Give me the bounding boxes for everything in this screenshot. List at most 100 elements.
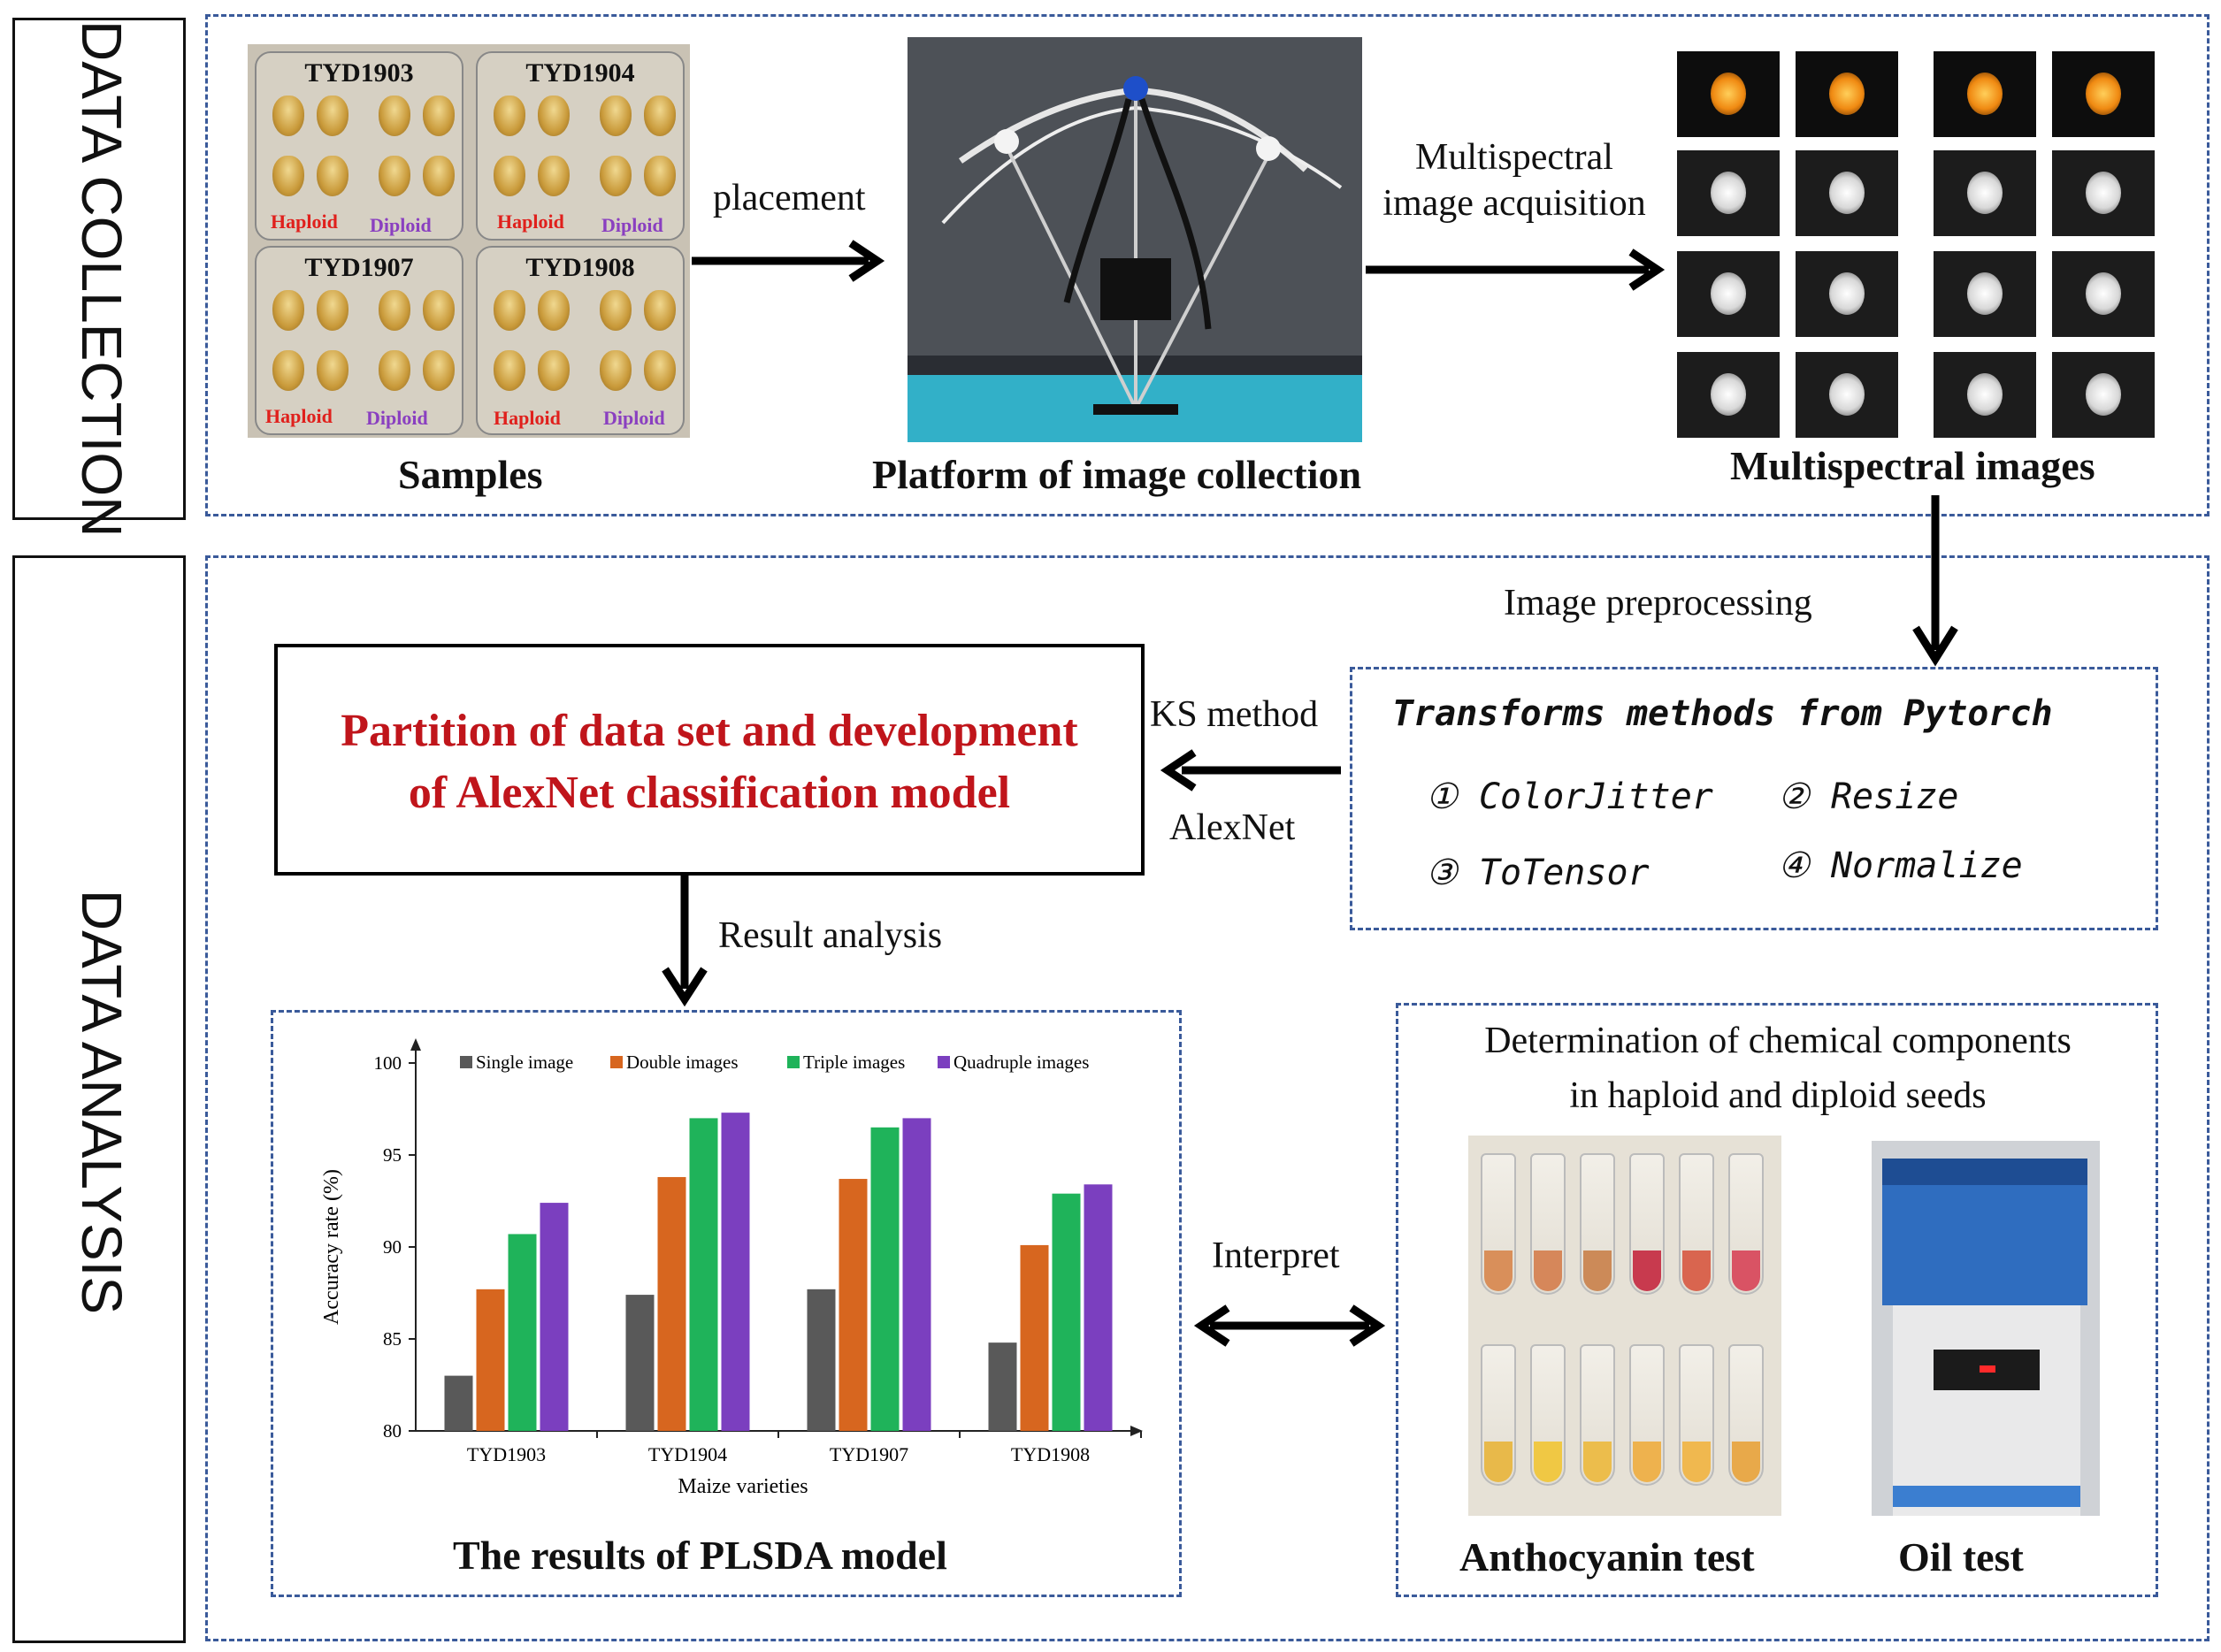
test-tube: [1728, 1344, 1764, 1486]
seed-blob: [2086, 272, 2121, 315]
bar-single-image: [988, 1342, 1017, 1431]
maize-seed: [494, 156, 525, 196]
bar-single-image: [625, 1295, 655, 1431]
legend-swatch: [610, 1056, 623, 1068]
bar-double-images: [1020, 1244, 1049, 1431]
maize-seed: [644, 290, 676, 331]
haploid-label: Haploid: [271, 210, 338, 233]
seed-blob: [1711, 272, 1746, 315]
diploid-label: Diploid: [370, 214, 432, 236]
bar-quadruple-images: [902, 1118, 931, 1431]
samples-caption: Samples: [398, 452, 543, 497]
test-tube: [1530, 1153, 1566, 1295]
transforms-box: [1350, 667, 2158, 930]
spectral-tile: [2052, 251, 2155, 337]
maize-seed: [272, 156, 304, 196]
spectral-tile: [2052, 352, 2155, 438]
maize-seed: [423, 96, 455, 136]
result-arrow: [662, 874, 708, 1007]
maize-seed: [494, 96, 525, 136]
x-tick-label: TYD1903: [467, 1443, 546, 1465]
sample-group: TYD1904: [476, 51, 685, 241]
diploid-label: Diploid: [603, 407, 665, 429]
data-analysis-section: DATA ANALYSIS: [12, 555, 186, 1643]
bar-double-images: [476, 1289, 505, 1431]
spectral-tile: [1677, 51, 1780, 137]
model-arrow: [1160, 749, 1341, 792]
y-tick-label: 95: [383, 1144, 402, 1166]
spectral-tile: [1796, 352, 1898, 438]
bar-single-image: [807, 1289, 836, 1431]
legend-label: Quadruple images: [953, 1052, 1089, 1073]
bar-quadruple-images: [721, 1113, 750, 1431]
x-tick-label: TYD1907: [830, 1443, 908, 1465]
y-tick-label: 100: [374, 1052, 402, 1074]
oil-test-caption: Oil test: [1898, 1534, 2024, 1579]
seed-blob: [2086, 172, 2121, 214]
y-axis-label: Accuracy rate (%): [320, 1169, 343, 1325]
data-analysis-label: DATA ANALYSIS: [70, 889, 134, 1315]
maize-seed: [317, 350, 348, 391]
bar-triple-images: [508, 1234, 537, 1431]
oil-test-photo: [1872, 1141, 2100, 1516]
chemical-box: [1396, 1003, 2158, 1597]
chart-caption: The results of PLSDA model: [453, 1533, 947, 1578]
legend-label: Single image: [476, 1052, 573, 1073]
legend-swatch: [460, 1056, 472, 1068]
maize-seed: [379, 96, 410, 136]
test-tube: [1679, 1153, 1714, 1295]
maize-seed: [600, 350, 632, 391]
maize-seed: [317, 290, 348, 331]
preprocessing-arrow: [1912, 495, 1958, 667]
test-tube: [1728, 1153, 1764, 1295]
spectral-tile: [1934, 51, 2036, 137]
maize-seed: [494, 290, 525, 331]
multispectral-grid: [1677, 51, 2171, 438]
y-tick-label: 85: [383, 1328, 402, 1350]
seed-blob: [1829, 73, 1865, 115]
maize-seed: [272, 96, 304, 136]
sample-group: TYD1908: [476, 246, 685, 435]
model-title: Partition of data set and development of…: [341, 706, 1078, 818]
test-tube: [1679, 1344, 1714, 1486]
acquisition-arrow: [1366, 249, 1666, 291]
seed-blob: [1829, 272, 1865, 315]
transforms-title: Transforms methods from Pytorch: [1392, 693, 2053, 734]
bar-triple-images: [1052, 1193, 1081, 1431]
diploid-label: Diploid: [601, 214, 663, 236]
seed-blob: [2086, 373, 2121, 416]
maize-seed: [538, 96, 570, 136]
x-axis-label: Maize varieties: [678, 1475, 808, 1498]
legend-swatch: [938, 1056, 950, 1068]
spectral-tile: [1934, 352, 2036, 438]
test-tube: [1530, 1344, 1566, 1486]
interpret-label: Interpret: [1212, 1235, 1340, 1276]
spectral-tile: [2052, 150, 2155, 236]
spectral-tile: [1934, 251, 2036, 337]
seed-blob: [1829, 172, 1865, 214]
result-analysis-label: Result analysis: [718, 915, 943, 956]
legend-label: Double images: [626, 1052, 739, 1073]
alexnet-label: AlexNet: [1169, 807, 1296, 848]
y-tick-label: 90: [383, 1236, 402, 1258]
maize-seed: [423, 290, 455, 331]
analysis-region: [205, 555, 2210, 1641]
y-axis-arrowhead: [410, 1038, 421, 1051]
bar-double-images: [657, 1176, 686, 1431]
seed-blob: [1967, 73, 2003, 115]
data-collection-section: DATA COLLECTION: [12, 18, 186, 538]
sample-group: TYD1907: [255, 246, 463, 435]
transform-step: ② Resize: [1778, 776, 1959, 817]
haploid-label: Haploid: [265, 405, 333, 427]
spectral-tile: [1934, 150, 2036, 236]
test-tube: [1580, 1344, 1615, 1486]
samples-photo: TYD1903 TYD1904 TYD1907 TYD1908 Haploid …: [248, 44, 690, 438]
acquisition-label: Multispectral image acquisition: [1382, 137, 1646, 224]
model-box: Partition of data set and development of…: [274, 644, 1145, 876]
legend-label: Triple images: [803, 1052, 905, 1073]
multispectral-caption: Multispectral images: [1730, 443, 2095, 488]
data-collection-label: DATA COLLECTION: [70, 20, 134, 538]
transform-step: ④ Normalize: [1778, 845, 2023, 886]
x-tick-label: TYD1904: [648, 1443, 727, 1465]
maize-seed: [317, 156, 348, 196]
